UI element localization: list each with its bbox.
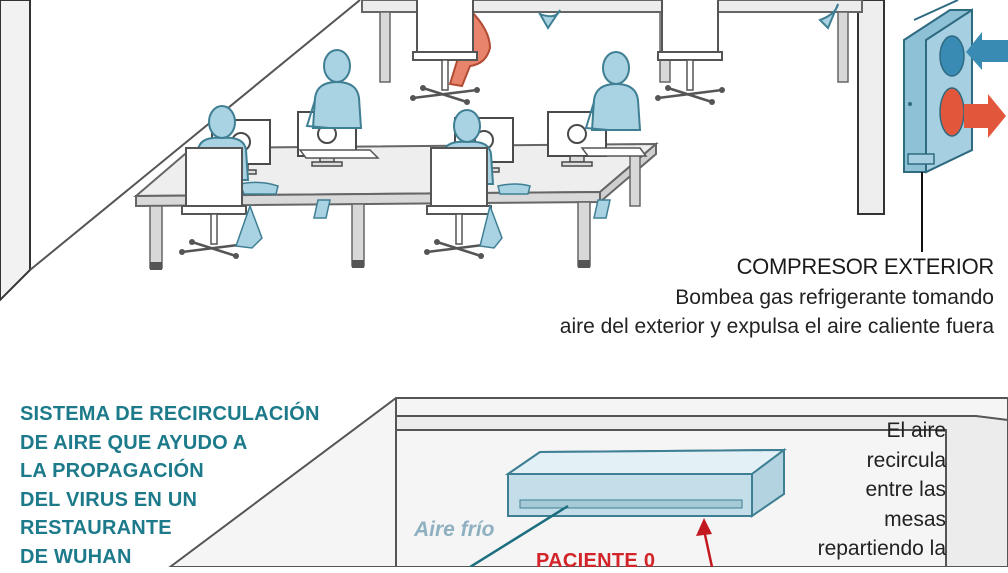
aire-frio-pointer [469, 504, 569, 567]
recirculation-line: recircula [866, 448, 946, 472]
recirculation-line: El aire [886, 419, 946, 442]
recirculation-note: El aire recircula entre las mesas repart… [818, 416, 946, 564]
compressor-title: COMPRESOR EXTERIOR [736, 254, 995, 279]
section-title-line: DEL VIRUS EN UN [20, 488, 198, 511]
wall-left [0, 0, 31, 302]
compressor-desc-line: Bombea gas refrigerante tomando [675, 286, 994, 309]
patient-zero-label: PACIENTE 0 [536, 550, 656, 572]
exhaust-fan [939, 87, 965, 137]
recirc-arrow [702, 529, 714, 567]
section-title-line: DE WUHAN [20, 545, 132, 568]
recirculation-line: mesas [884, 507, 946, 531]
intake-fan [939, 35, 965, 77]
exterior-wall [857, 0, 885, 215]
recirculation-line: entre las [865, 478, 946, 501]
section-title-line: DE AIRE QUE AYUDO A [20, 431, 248, 454]
cold-air-label: Aire frío [414, 518, 495, 541]
section-title-line: SISTEMA DE RECIRCULACIÓN [20, 403, 320, 425]
section-title-line: RESTAURANTE [20, 517, 172, 539]
compressor-description: Bombea gas refrigerante tomando aire del… [560, 283, 994, 341]
section-title-line: LA PROPAGACIÓN [20, 460, 204, 482]
section-title: SISTEMA DE RECIRCULACIÓN DE AIRE QUE AYU… [20, 400, 320, 571]
air-in-arrow [966, 32, 1008, 70]
air-out-arrow [964, 94, 1006, 138]
recirculation-line: repartiendo la [817, 537, 946, 560]
compressor-desc-line: aire del exterior y expulsa el aire cali… [559, 315, 994, 338]
